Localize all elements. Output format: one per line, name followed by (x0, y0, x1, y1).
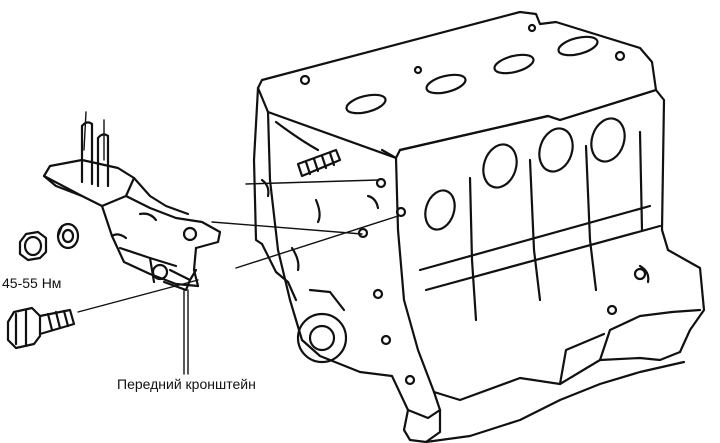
nut (18, 230, 48, 262)
front-bracket-label: Передний кронштейн (117, 376, 256, 392)
bracket-leader-line (183, 289, 189, 375)
washer (56, 222, 80, 250)
stud-bolt (296, 148, 342, 178)
engine-block (252, 10, 706, 443)
bolt (6, 306, 76, 350)
alignment-lines (77, 111, 399, 313)
torque-label: 45-55 Нм (2, 275, 62, 291)
front-bracket (42, 121, 222, 292)
